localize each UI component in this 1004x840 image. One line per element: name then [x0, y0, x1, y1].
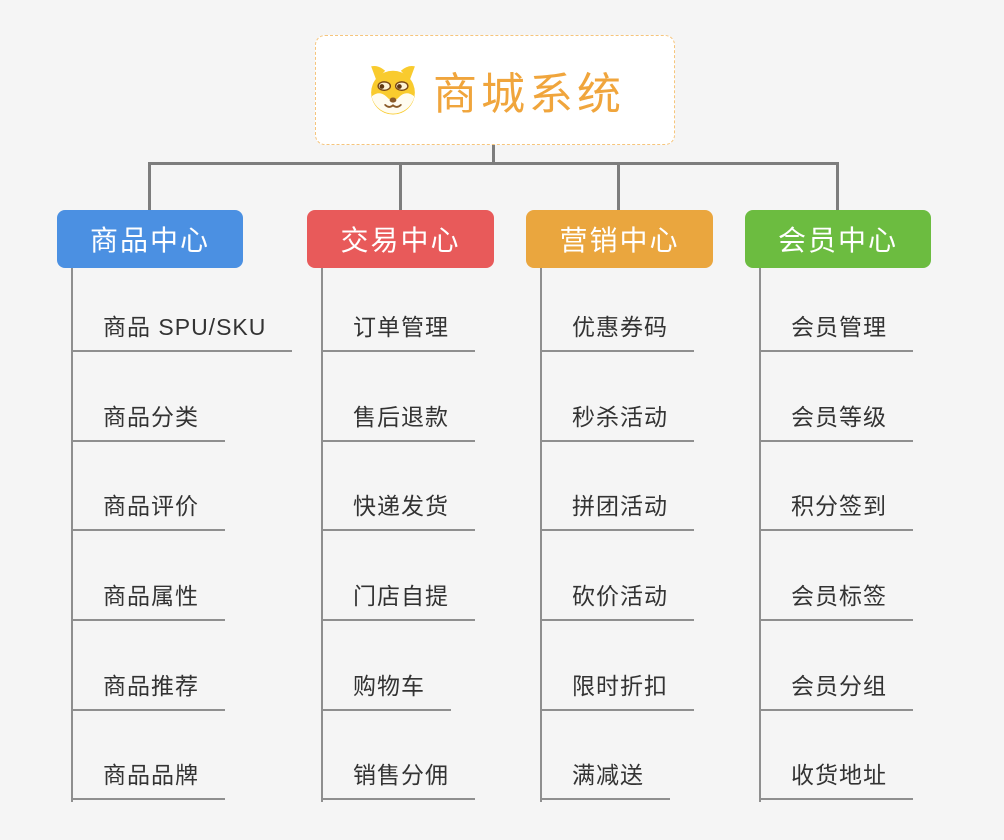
- branch-marketing-center[interactable]: 营销中心: [526, 210, 713, 268]
- leaf-node[interactable]: 商品属性: [71, 581, 225, 621]
- leaf-node[interactable]: 会员标签: [759, 581, 913, 621]
- leaf-node[interactable]: 门店自提: [321, 581, 475, 621]
- leaf-node[interactable]: 商品 SPU/SKU: [71, 312, 293, 352]
- leaf-node[interactable]: 商品分类: [71, 402, 225, 442]
- leaf-node[interactable]: 满减送: [540, 760, 670, 800]
- branch-spine: [321, 268, 323, 802]
- leaf-node[interactable]: 收货地址: [759, 760, 913, 800]
- branch-spine: [759, 268, 761, 802]
- leaf-node[interactable]: 商品推荐: [71, 671, 225, 711]
- leaf-node[interactable]: 商品评价: [71, 491, 225, 531]
- dog-face-icon: [365, 62, 421, 118]
- branch-product-center[interactable]: 商品中心: [57, 210, 243, 268]
- leaf-node[interactable]: 会员分组: [759, 671, 913, 711]
- connector-root-stem: [492, 145, 495, 163]
- leaf-node[interactable]: 销售分佣: [321, 760, 475, 800]
- leaf-node[interactable]: 砍价活动: [540, 581, 694, 621]
- leaf-node[interactable]: 快递发货: [321, 491, 475, 531]
- leaf-node[interactable]: 优惠券码: [540, 312, 694, 352]
- leaf-node[interactable]: 商品品牌: [71, 760, 225, 800]
- leaf-node[interactable]: 会员管理: [759, 312, 913, 352]
- branch-spine: [540, 268, 542, 802]
- leaf-node[interactable]: 秒杀活动: [540, 402, 694, 442]
- connector-drop: [617, 162, 620, 210]
- leaf-node[interactable]: 售后退款: [321, 402, 475, 442]
- leaf-node[interactable]: 购物车: [321, 671, 451, 711]
- leaf-node[interactable]: 限时折扣: [540, 671, 694, 711]
- leaf-node[interactable]: 拼团活动: [540, 491, 694, 531]
- leaf-node[interactable]: 积分签到: [759, 491, 913, 531]
- connector-drop: [836, 162, 839, 210]
- connector-drop: [148, 162, 151, 210]
- connector-drop: [399, 162, 402, 210]
- connector-rail: [148, 162, 839, 165]
- leaf-node[interactable]: 会员等级: [759, 402, 913, 442]
- root-node[interactable]: 商城系统: [315, 35, 675, 145]
- root-title: 商城系统: [433, 70, 625, 119]
- leaf-node[interactable]: 订单管理: [321, 312, 475, 352]
- branch-trade-center[interactable]: 交易中心: [307, 210, 494, 268]
- branch-member-center[interactable]: 会员中心: [745, 210, 931, 268]
- branch-spine: [71, 268, 73, 802]
